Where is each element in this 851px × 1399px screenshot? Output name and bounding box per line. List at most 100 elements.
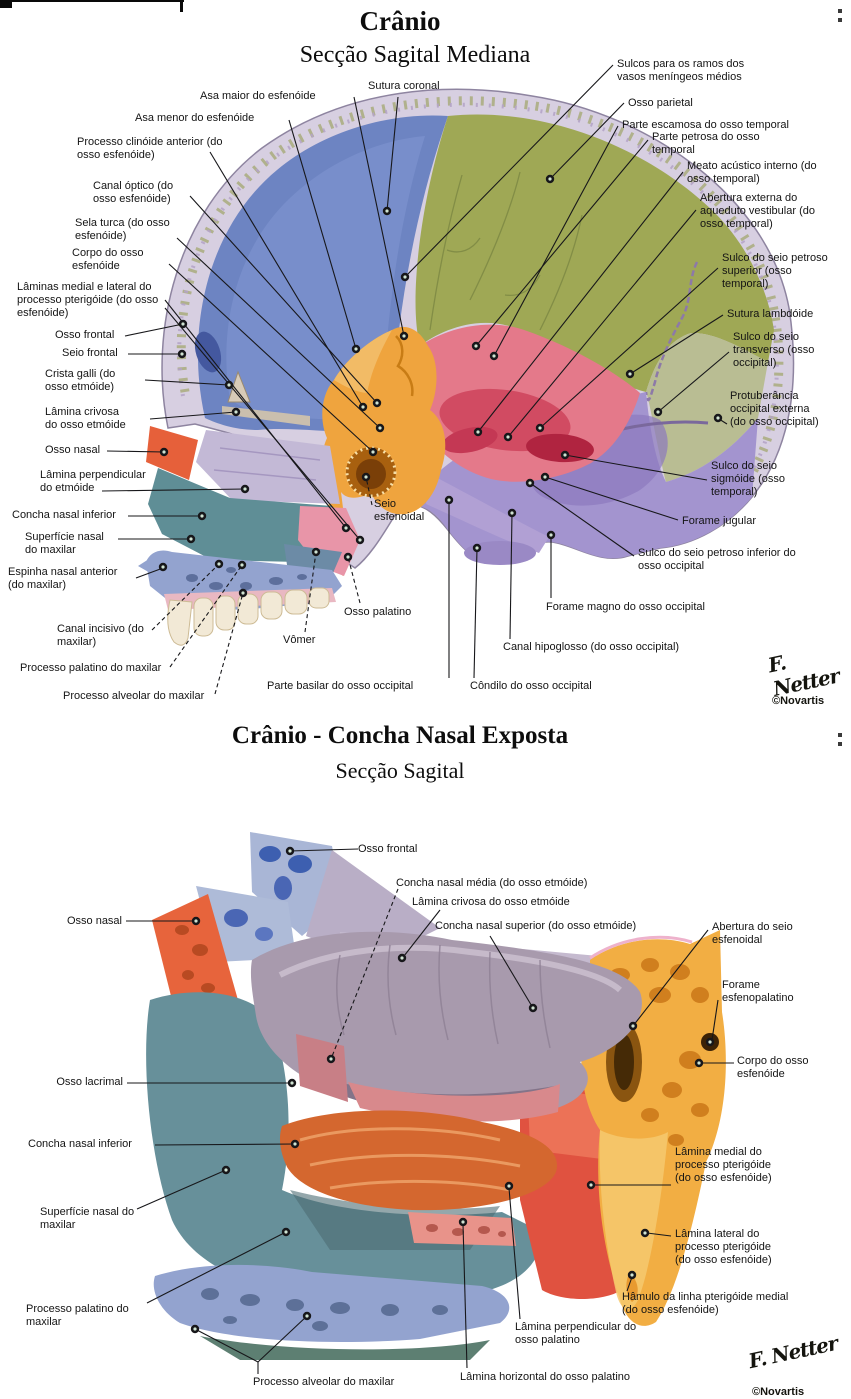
label-sulco-petroso-inferior: Sulco do seio petroso inferior do osso o… xyxy=(638,547,796,572)
figure1-skull-illustration xyxy=(138,88,795,646)
label-protuberancia-occipital: Protuberância occipital externa (do osso… xyxy=(730,390,819,428)
label2-lamina-medial: Lâmina medial do processo pterigóide (do… xyxy=(675,1146,772,1184)
label2-concha-inferior: Concha nasal inferior xyxy=(28,1138,132,1150)
sella-turcica-line xyxy=(395,335,414,397)
label-lamina-crivosa: Lâmina crivosa do osso etmóide xyxy=(45,406,126,431)
inferior-concha2 xyxy=(279,1110,558,1211)
label-osso-nasal: Osso nasal xyxy=(45,444,101,456)
maxilla-nasal-surface xyxy=(148,468,346,562)
figure2-leader-lines xyxy=(126,848,734,1374)
label-sulcos-meningeos: Sulcos para os ramos dos vasos meníngeos… xyxy=(617,58,745,83)
ethmoid-texture xyxy=(213,447,321,481)
label-processo-clinoide: Processo clinóide anterior (do osso esfe… xyxy=(77,136,223,161)
sphenoid-sinus-core xyxy=(356,459,386,489)
lambdoid-suture xyxy=(644,261,699,402)
dusty-rose-patch xyxy=(296,1034,348,1102)
label-sutura-lambdoide: Sutura lambdóide xyxy=(727,308,814,320)
label-lamina-perpendicular: Lâmina perpendicular do etmóide xyxy=(40,469,146,494)
label-canal-hipoglosso: Canal hipoglosso (do osso occipital) xyxy=(503,641,680,653)
figure1-subtitle: Secção Sagital Mediana xyxy=(299,42,531,68)
label2-osso-frontal: Osso frontal xyxy=(358,843,418,855)
label-laminas-pterigoide: Lâminas medial e lateral do processo pte… xyxy=(17,281,159,319)
concha-striations xyxy=(336,944,551,1049)
label-forame-magno: Forame magno do osso occipital xyxy=(546,601,705,613)
label-parte-basilar: Parte basilar do osso occipital xyxy=(267,680,414,692)
label-processo-palatino: Processo palatino do maxilar xyxy=(20,662,162,674)
basilar-part xyxy=(426,474,549,553)
nasal-bone xyxy=(146,426,198,480)
label2-concha-media: Concha nasal média (do osso etmóide) xyxy=(396,877,588,889)
label2-processo-alveolar: Processo alveolar do maxilar xyxy=(253,1376,395,1388)
label-espinha-nasal: Espinha nasal anterior (do maxilar) xyxy=(8,566,118,591)
label-sutura-coronal: Sutura coronal xyxy=(368,80,440,92)
figure2-title: Crânio - Concha Nasal Exposta xyxy=(231,722,569,749)
label-superficie-nasal: Superfície nasal do maxilar xyxy=(25,531,104,556)
teeth xyxy=(167,587,330,646)
label2-lamina-lateral: Lâmina lateral do processo pterigóide (d… xyxy=(675,1228,772,1266)
label-sela-turca: Sela turca (do osso esfenóide) xyxy=(75,217,170,242)
figure2-subtitle: Secção Sagital xyxy=(335,758,465,783)
label-condilo-occipital: Côndilo do osso occipital xyxy=(470,680,592,692)
figure2-nasal-illustration xyxy=(146,832,726,1360)
figure1-credit: ©Novartis xyxy=(772,695,825,707)
label-crista-galli: Crista galli (do osso etmóide) xyxy=(45,368,116,393)
label-concha-inferior: Concha nasal inferior xyxy=(12,509,116,521)
label-sulco-transverso: Sulco do seio transverso (osso occipital… xyxy=(733,331,815,369)
inferior-concha-streaks xyxy=(299,1127,521,1192)
palatine-horizontal-slab xyxy=(408,1212,516,1246)
label-parte-petrosa: Parte petrosa do osso temporal xyxy=(652,131,760,156)
palatine-process-slab xyxy=(153,1264,510,1343)
label2-osso-nasal: Osso nasal xyxy=(66,915,122,927)
anterior-nasal-spine xyxy=(138,557,152,574)
label-sulco-petroso-superior: Sulco do seio petroso superior (osso tem… xyxy=(722,252,828,290)
label2-abertura-seio: Abertura do seio esfenoidal xyxy=(712,921,793,946)
pterygoid-hamulus xyxy=(626,1272,638,1302)
pterygoid-plates xyxy=(599,1130,668,1310)
label2-osso-lacrimal: Osso lacrimal xyxy=(56,1076,123,1088)
ethmoid-perpendicular-plate xyxy=(196,430,340,504)
label2-lamina-perpendicular: Lâmina perpendicular do osso palatino xyxy=(515,1321,637,1346)
page-top-rule-tick xyxy=(180,0,183,12)
label-canal-incisivo: Canal incisivo (do maxilar) xyxy=(57,623,144,648)
page-artifact-dots-mid xyxy=(838,733,842,749)
label-abertura-aqueduto: Abertura externa do aqueduto vestibular … xyxy=(700,192,815,230)
label2-forame-esfenopalatino: Forame esfenopalatino xyxy=(722,979,794,1004)
figure2-credit: ©Novartis xyxy=(752,1386,805,1398)
label2-hamulo: Hâmulo da linha pterigóide medial (do os… xyxy=(622,1291,789,1316)
label-osso-parietal: Osso parietal xyxy=(628,97,693,109)
label2-lamina-crivosa: Lâmina crivosa do osso etmóide xyxy=(412,896,570,908)
sphenoid-pink-fringe xyxy=(589,935,693,960)
label-asa-maior: Asa maior do esfenóide xyxy=(200,90,316,102)
label-seio-esfenoidal: Seio esfenoidal xyxy=(374,498,425,523)
page-corner-mark xyxy=(0,0,12,8)
page-artifact-dots-top xyxy=(838,9,842,25)
label2-concha-superior: Concha nasal superior (do osso etmóide) xyxy=(435,920,637,932)
cribriform-plate xyxy=(222,406,310,426)
label-canal-optico: Canal óptico (do osso esfenóide) xyxy=(93,180,174,205)
label-meato-acustico: Meato acústico interno (do osso temporal… xyxy=(687,160,817,185)
palatine-slab-holes xyxy=(201,1288,448,1331)
middle-concha-mass xyxy=(250,931,642,1117)
label2-corpo-esfenoide: Corpo do osso esfenóide xyxy=(737,1055,809,1080)
label-sulco-sigmoide: Sulco do seio sigmóide (osso temporal) xyxy=(711,460,785,498)
petrous-shadow xyxy=(442,426,498,454)
label2-superficie-nasal: Superfície nasal do maxilar xyxy=(40,1206,135,1231)
concha-highlight xyxy=(278,944,623,993)
parietal-bone xyxy=(415,114,774,392)
occipital-condyle xyxy=(464,541,536,565)
label-osso-frontal: Osso frontal xyxy=(55,329,115,341)
label-asa-menor: Asa menor do esfenóide xyxy=(135,112,255,124)
maxilla-trabecular-holes xyxy=(186,567,307,590)
figure1-leader-lines xyxy=(101,64,730,695)
label-seio-frontal: Seio frontal xyxy=(62,347,118,359)
label2-lamina-horizontal: Lâmina horizontal do osso palatino xyxy=(460,1371,631,1383)
sigmoid-groove-area xyxy=(526,433,594,463)
label-parte-escamosa: Parte escamosa do osso temporal xyxy=(622,119,789,131)
sphenoid-greater-wing xyxy=(334,330,392,393)
meningeal-vessel-grooves xyxy=(429,171,583,331)
label-processo-alveolar: Processo alveolar do maxilar xyxy=(63,690,205,702)
label-osso-palatino: Osso palatino xyxy=(344,606,412,618)
crista-galli xyxy=(227,370,251,403)
